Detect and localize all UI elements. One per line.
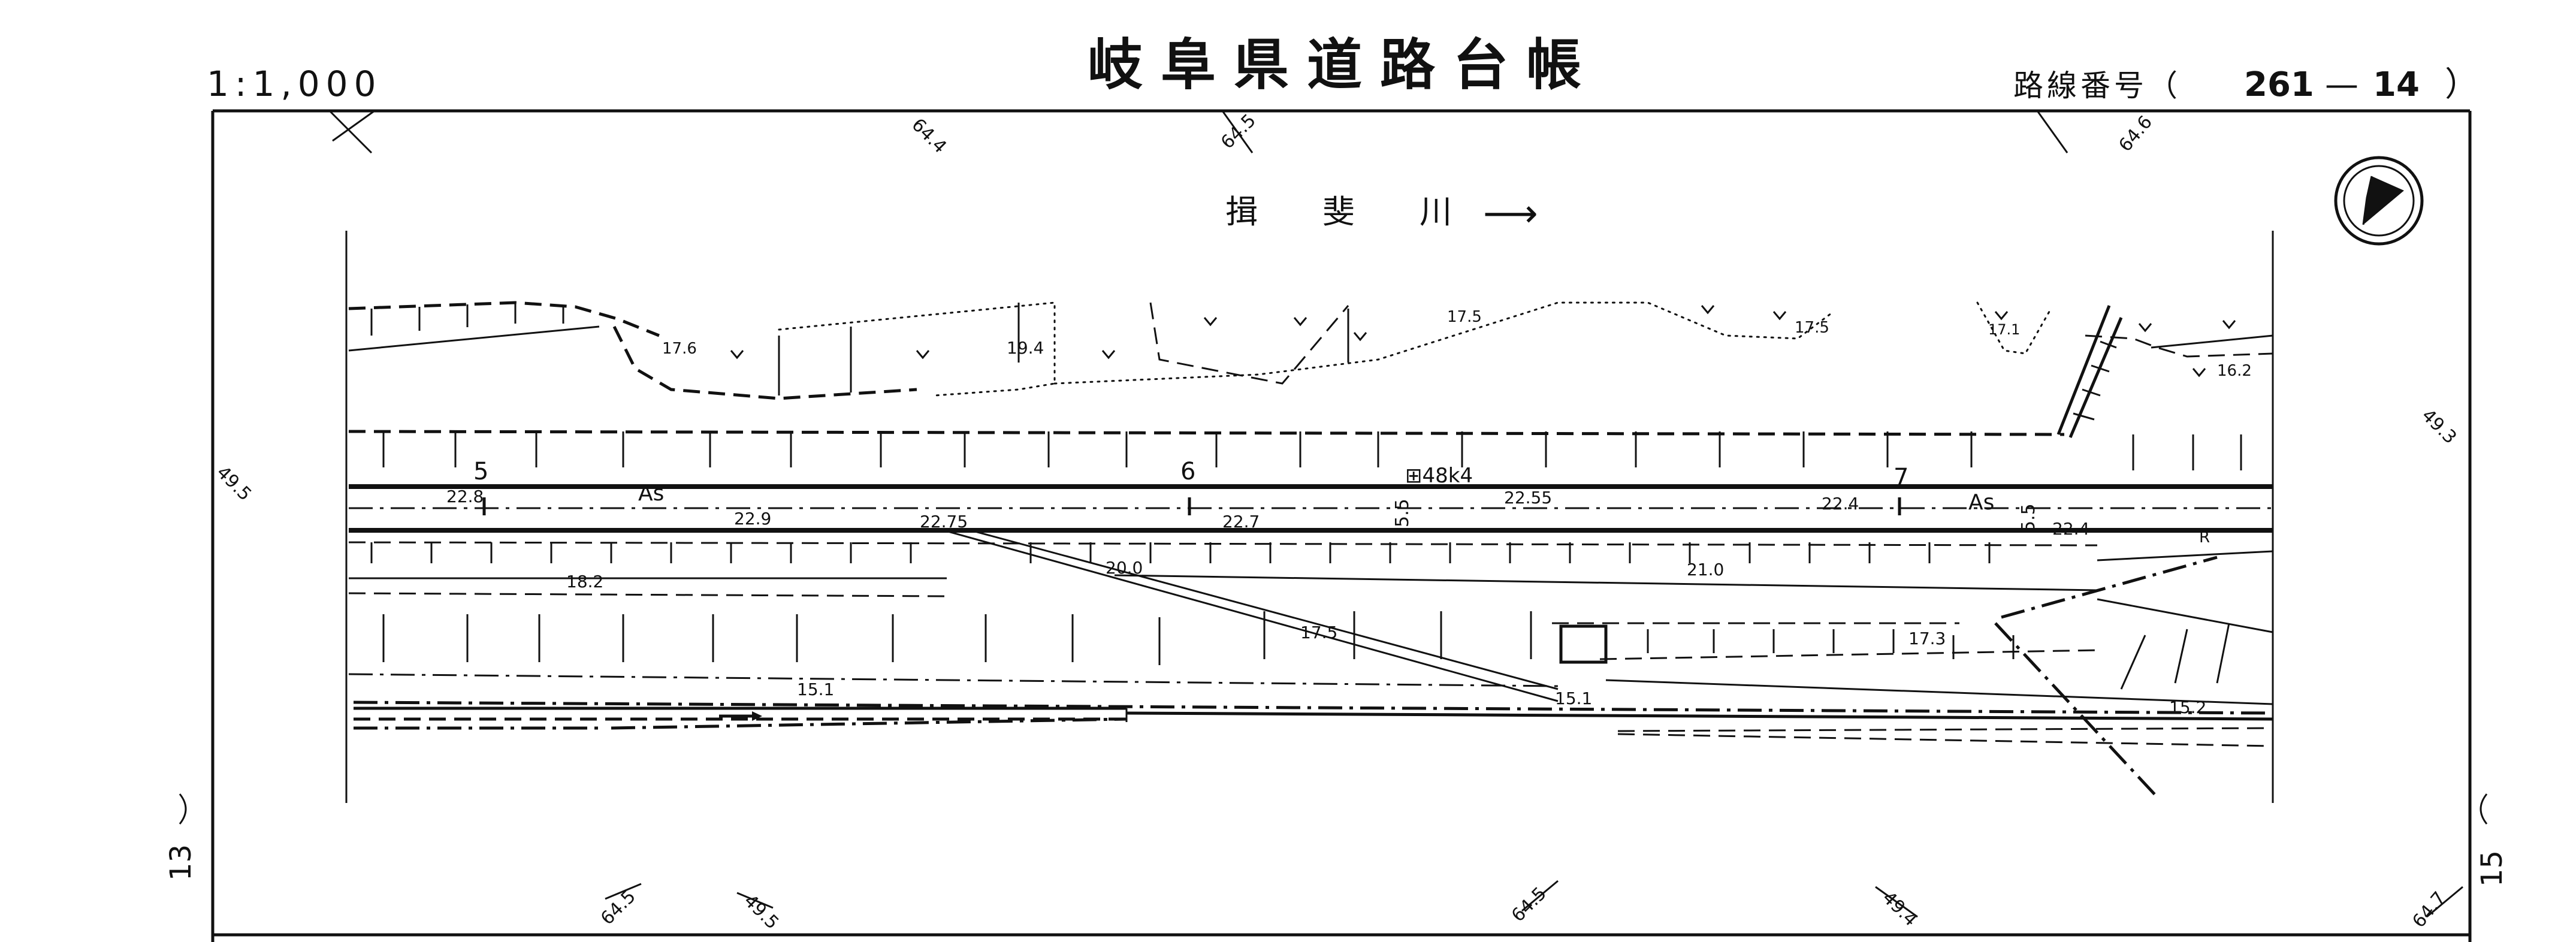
upper-boundary-line <box>348 430 2242 470</box>
elevation-label: 22.9 <box>734 509 771 529</box>
river-flow-arrow: ⟶ <box>1483 192 1538 236</box>
route-number-sub: 14 <box>2373 65 2420 104</box>
grid-coordinate-label: 49.5 <box>212 462 255 505</box>
km-post-label: ⊞48k4 <box>1405 464 1473 488</box>
boundary-chain-line <box>2001 555 2218 619</box>
elevation-label: 17.5 <box>1447 308 1482 326</box>
route-number-main: 261 <box>2244 65 2314 104</box>
section-number: 6 <box>1180 458 1195 485</box>
flow-direction-arrow-icon <box>719 711 762 721</box>
grid-coordinate-label: 64.4 <box>907 114 950 158</box>
road-width-label: 5.5 <box>1392 499 1413 527</box>
road-width-label: 5.5 <box>2018 503 2039 532</box>
boundary-chain-line <box>1994 622 2158 798</box>
elevation-label: 16.2 <box>2217 362 2252 380</box>
elevation-label: 17.5 <box>1795 319 1829 337</box>
sheet-ref-bracket <box>179 793 2488 825</box>
elevation-label: 21.0 <box>1687 560 1724 579</box>
route-number-label: 路線番号（ <box>2013 68 2181 103</box>
north-arrow-icon <box>2334 156 2424 246</box>
grid-coordinate-label: 64.6 <box>2115 111 2157 156</box>
grid-coordinate-label: 49.3 <box>2417 405 2460 448</box>
surface-type-label: As <box>1968 490 1994 515</box>
adjoining-sheet-left: 13 <box>164 844 198 881</box>
elevation-label: 22.7 <box>1222 512 1260 532</box>
coordinate-ticks <box>328 110 2463 918</box>
grid-coordinate-label: 64.7 <box>2408 887 2450 932</box>
elevation-label: 20.0 <box>1106 558 1143 578</box>
bottom-boundary-lines <box>353 701 2273 747</box>
elevation-label: 22.55 <box>1504 488 1552 508</box>
elevation-label: 19.4 <box>1007 338 1044 358</box>
elevation-label: 22.8 <box>446 487 484 506</box>
elevation-label: 22.4 <box>2052 519 2089 539</box>
upper-bank-area <box>348 301 2273 438</box>
sheet-frame <box>211 109 2472 942</box>
elevation-label: 17.5 <box>1300 623 1337 642</box>
elevation-label: 15.1 <box>797 680 834 699</box>
elevation-label: 22.4 <box>1822 494 1859 514</box>
river-name: 揖 斐 川 <box>1225 193 1452 231</box>
route-number-close: ） <box>2445 65 2478 104</box>
main-road <box>349 484 2273 533</box>
section-number: 7 <box>1894 464 1908 491</box>
lower-side-area <box>348 529 2273 732</box>
elevation-label: 22.75 <box>920 512 968 532</box>
elevation-label: 17.6 <box>662 340 697 358</box>
grid-coordinate-label: 64.5 <box>1217 110 1260 153</box>
map-title: 岐阜県道路台帳 <box>1088 33 1599 97</box>
map-scale: 1:1,000 <box>207 64 382 104</box>
surface-type-label: As <box>638 481 664 506</box>
elevation-label: 17.1 <box>1988 321 2020 338</box>
section-number: 5 <box>473 458 488 485</box>
adjoining-sheet-right: 15 <box>2475 850 2509 887</box>
route-number-dash: — <box>2325 65 2358 104</box>
r-symbol: R <box>2199 529 2210 547</box>
grid-coordinate-label: 64.5 <box>1508 883 1551 926</box>
elevation-label: 15.1 <box>1555 689 1592 708</box>
elevation-label: 17.3 <box>1908 629 1946 648</box>
elevation-label: 18.2 <box>566 572 603 591</box>
grid-coordinate-label: 64.5 <box>597 886 640 929</box>
elevation-label: 15.2 <box>2169 698 2206 717</box>
